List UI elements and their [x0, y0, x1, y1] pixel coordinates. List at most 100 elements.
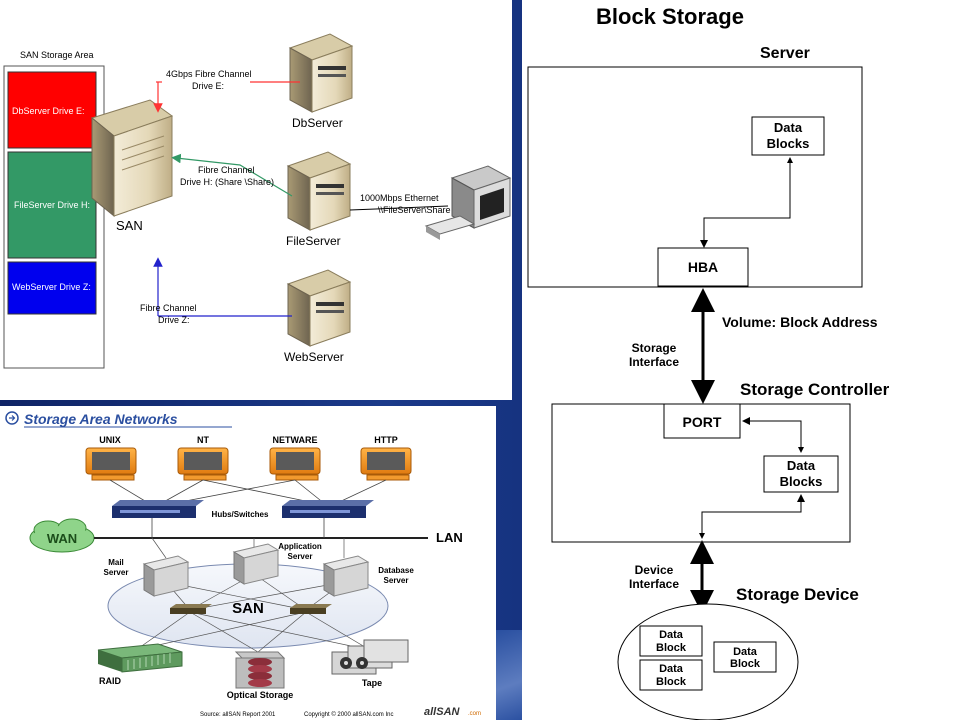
web-link-label-1: Fibre Channel — [140, 303, 197, 313]
mail-server-label-2: Server — [104, 568, 129, 577]
device-block-2 — [639, 659, 703, 691]
controller-device-link — [699, 494, 805, 539]
database-server-icon — [322, 555, 370, 597]
controller-data-blocks-label-2: Blocks — [780, 474, 823, 489]
port-data-link — [742, 417, 804, 453]
device-block-3 — [713, 641, 777, 673]
device-block-1-label-2: Block — [656, 642, 687, 654]
client-label-http: HTTP — [374, 435, 398, 445]
san-switch-right-icon — [290, 604, 332, 614]
drive-e-block — [7, 71, 97, 149]
port-label: PORT — [683, 414, 722, 430]
tape-icon — [331, 639, 409, 675]
volume-label: Volume: Block Address — [722, 314, 878, 330]
ethernet-label-1: 1000Mbps Ethernet — [360, 193, 439, 203]
hub-switch-left-icon — [112, 500, 204, 518]
storage-area-networks-panel: Storage Area Networks UNIX NT NETWARE HT… — [0, 406, 496, 720]
storage-device-label: Storage Device — [736, 585, 859, 604]
webserver-label: WebServer — [284, 350, 344, 364]
drive-h-block — [7, 151, 97, 259]
wan-cloud-icon — [29, 518, 95, 553]
storage-interface-label-1: Storage — [632, 341, 677, 355]
san-area-title: SAN Storage Area — [20, 50, 94, 60]
fileserver-label: FileServer — [286, 234, 341, 248]
block-storage-diagram: Block Storage Server Data Blocks HBA Vol… — [527, 4, 890, 720]
san-switch-left-icon — [170, 604, 212, 614]
client-computer-icon — [424, 165, 512, 240]
source-note: Source: allSAN Report 2001 — [200, 712, 276, 718]
raid-label: RAID — [99, 676, 121, 686]
db-link-label-1: 4Gbps Fibre Channel — [166, 69, 252, 79]
san-area-box — [3, 65, 105, 369]
wan-label: WAN — [47, 531, 77, 546]
drive-h-label: FileServer Drive H: — [14, 200, 90, 210]
ethernet-link-line — [349, 205, 449, 211]
client-label-nt: NT — [197, 435, 209, 445]
server-box — [527, 66, 863, 288]
server-label: Server — [760, 45, 810, 62]
device-block-1 — [639, 625, 703, 657]
optical-storage-icon — [234, 651, 286, 689]
application-server-label-2: Server — [288, 552, 313, 561]
san-server-icon — [90, 99, 174, 218]
fileserver-icon — [286, 151, 352, 231]
controller-data-blocks-box — [763, 455, 839, 493]
ethernet-label-2: \\FileServer\Share — [378, 205, 451, 215]
db-link-label-2: Drive E: — [192, 81, 224, 91]
hubs-switches-label: Hubs/Switches — [212, 510, 269, 519]
block-storage-title: Block Storage — [596, 4, 744, 29]
raid-icon — [97, 643, 183, 673]
port-box — [663, 403, 741, 439]
tape-label: Tape — [362, 678, 382, 688]
san-storage-diagram: SAN Storage Area DbServer Drive E: FileS… — [3, 33, 512, 369]
drive-z-label: WebServer Drive Z: — [12, 282, 91, 292]
controller-data-blocks-label-1: Data — [787, 458, 816, 473]
dbserver-label: DbServer — [292, 116, 343, 130]
file-link-label-1: Fibre Channel — [198, 165, 255, 175]
mail-server-label-1: Mail — [108, 558, 124, 567]
san-networks-title: Storage Area Networks — [24, 411, 178, 427]
drive-e-label: DbServer Drive E: — [12, 106, 85, 116]
device-interface-label-2: Interface — [629, 577, 679, 591]
device-block-2-label-1: Data — [659, 663, 684, 675]
san-ring-label: SAN — [232, 600, 264, 617]
device-block-3-label-1: Data — [733, 646, 758, 658]
hub-switch-right-icon — [282, 500, 374, 518]
unix-client-icon — [85, 447, 137, 481]
allsan-logo-suffix: .com — [468, 711, 481, 717]
decorative-wave — [496, 630, 526, 720]
san-label: SAN — [116, 218, 143, 233]
hba-box — [657, 247, 749, 287]
server-data-blocks-box — [751, 116, 825, 156]
device-interface-label-1: Device — [635, 563, 674, 577]
web-link-label-2: Drive Z: — [158, 315, 190, 325]
allsan-logo: allSAN — [424, 706, 461, 718]
storage-interface-label-2: Interface — [629, 355, 679, 369]
optical-storage-label: Optical Storage — [227, 690, 294, 700]
san-storage-panel: SAN Storage Area DbServer Drive E: FileS… — [0, 0, 512, 400]
netware-client-icon — [269, 447, 321, 481]
server-data-blocks-label-1: Data — [774, 120, 803, 135]
device-block-2-label-2: Block — [656, 676, 687, 688]
san-network-diagram: Storage Area Networks UNIX NT NETWARE HT… — [5, 411, 481, 718]
hba-data-link — [700, 157, 793, 248]
device-block-3-label-2: Block — [730, 658, 761, 670]
application-server-icon — [232, 543, 280, 585]
server-data-blocks-label-2: Blocks — [767, 136, 810, 151]
dbserver-icon — [288, 33, 354, 113]
application-server-label-1: Application — [278, 542, 322, 551]
storage-controller-label: Storage Controller — [740, 380, 890, 399]
file-link-arrow — [171, 153, 293, 197]
device-block-1-label-1: Data — [659, 629, 684, 641]
hba-label: HBA — [688, 259, 718, 275]
drive-z-block — [7, 261, 97, 315]
database-server-label-1: Database — [378, 566, 414, 575]
webserver-icon — [286, 269, 352, 347]
lan-label: LAN — [436, 530, 463, 545]
block-storage-panel: Block Storage Server Data Blocks HBA Vol… — [522, 0, 960, 720]
database-server-label-2: Server — [384, 576, 409, 585]
client-label-unix: UNIX — [99, 435, 121, 445]
nt-client-icon — [177, 447, 229, 481]
file-link-label-2: Drive H: (Share \Share) — [180, 177, 274, 187]
http-client-icon — [360, 447, 412, 481]
